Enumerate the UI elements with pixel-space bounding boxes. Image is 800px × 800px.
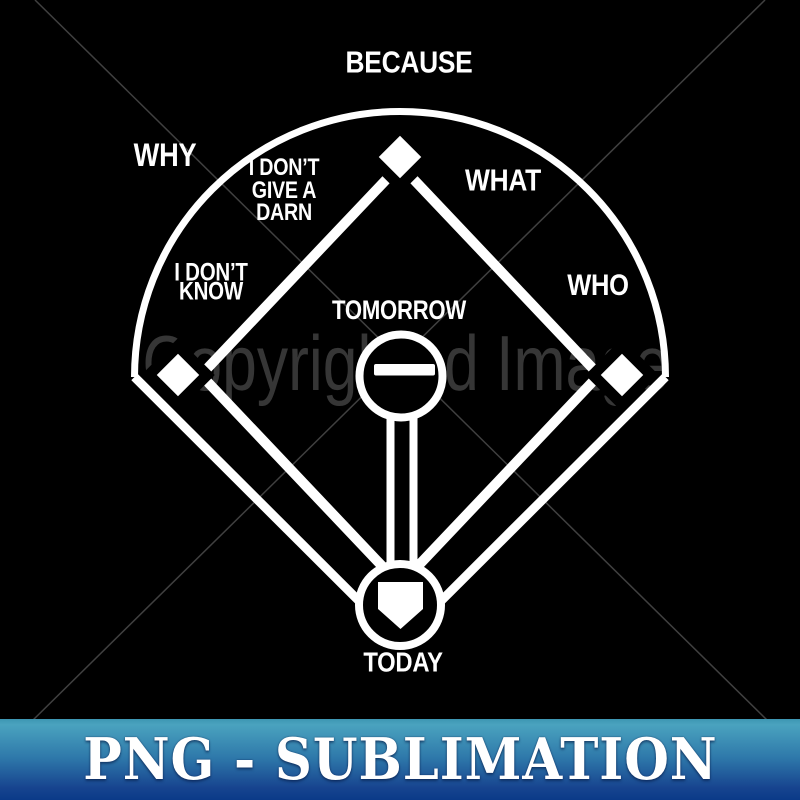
label-pitcher: TOMORROW [332, 296, 467, 326]
foul-line-left [131, 373, 366, 608]
label-shortstop-line2: GIVE A [252, 176, 317, 203]
banner-text: PNG - SUBLIMATION [82, 726, 718, 793]
label-third-base-line2: KNOW [179, 277, 244, 305]
label-shortstop-line1: I DON’T [249, 153, 320, 180]
foul-line-right [434, 373, 669, 608]
label-left-field: WHY [134, 138, 197, 174]
outfield-fence-arc [131, 108, 669, 378]
second-base [363, 120, 437, 194]
label-home: TODAY [363, 646, 442, 678]
label-what: WHAT [465, 164, 542, 198]
field-diagram: Copyrighted Image BECAUSE WHY WHAT WHO I… [31, 0, 769, 721]
home-plate [378, 582, 423, 629]
banner: PNG - SUBLIMATION [0, 719, 800, 800]
label-shortstop-line3: DARN [256, 198, 312, 225]
pitcher-rubber [374, 364, 435, 376]
third-base [141, 338, 215, 412]
label-center-field: BECAUSE [346, 46, 473, 80]
label-third-base-line1: I DON’T [174, 258, 248, 286]
label-right-field: WHO [567, 268, 629, 301]
first-base [585, 338, 659, 412]
pitcher-mound-circle [355, 330, 447, 422]
